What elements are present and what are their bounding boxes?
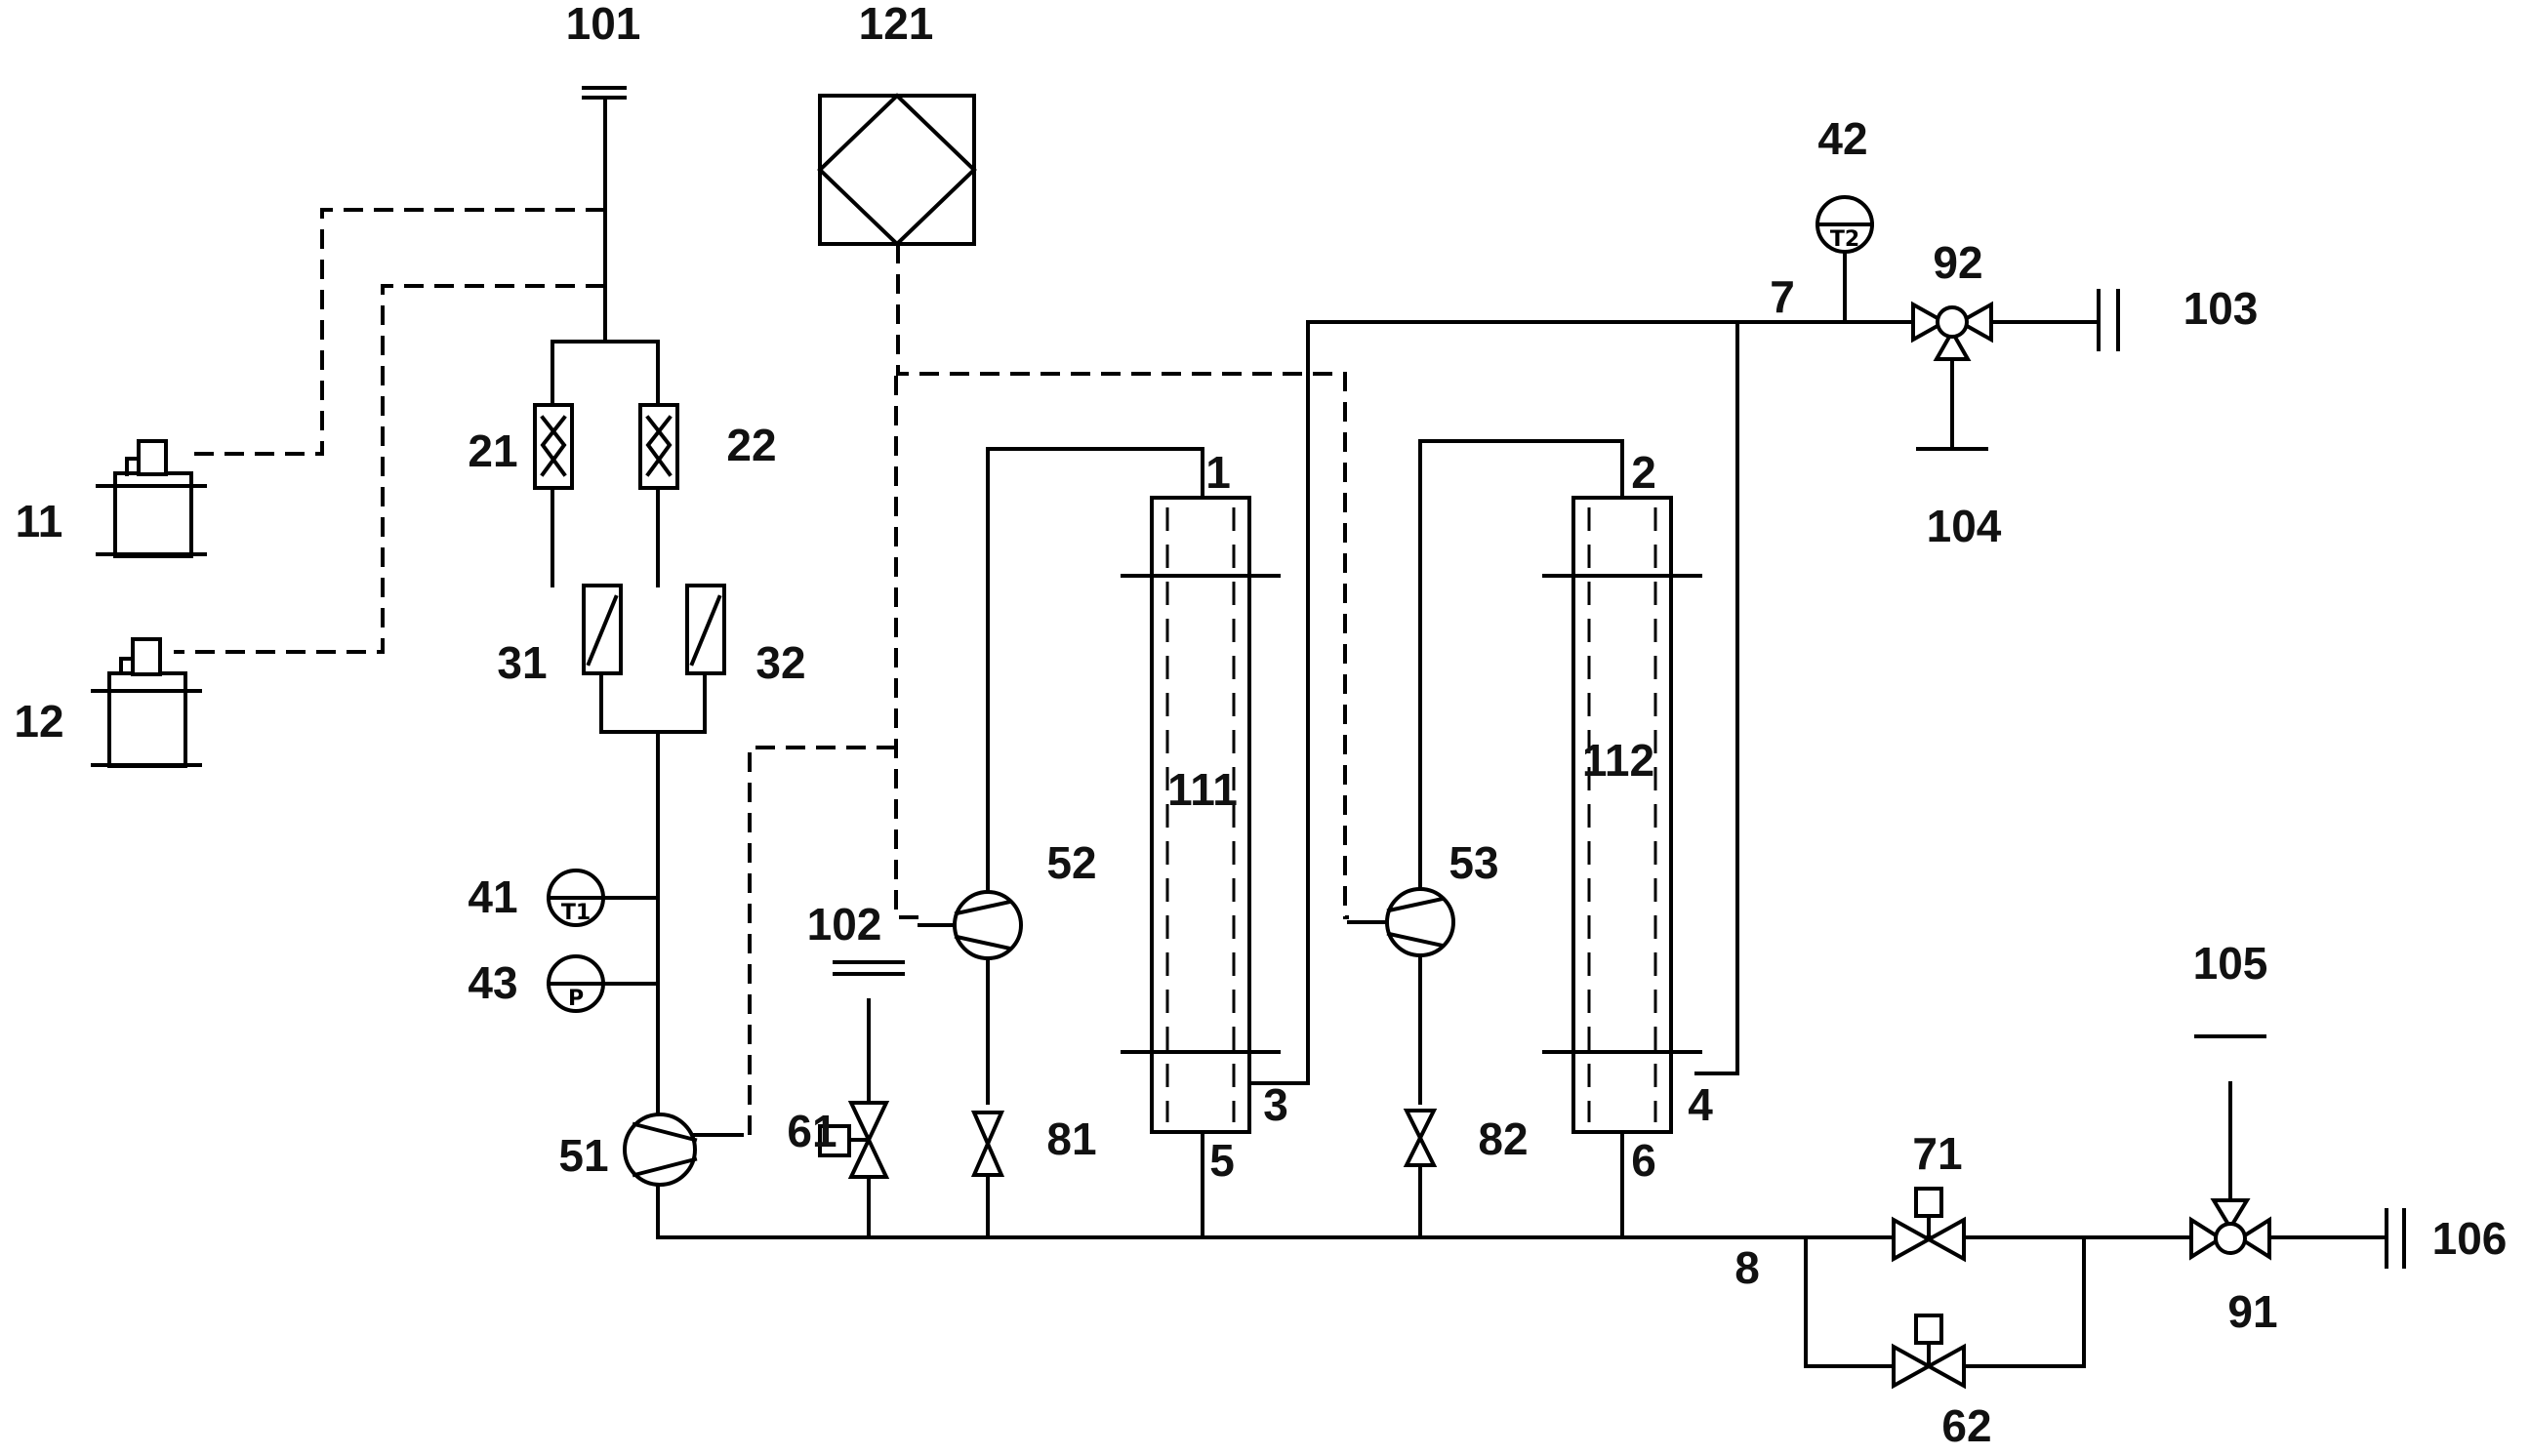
valve-61 xyxy=(818,1101,890,1179)
heat-exchanger-121 xyxy=(817,93,977,247)
svg-text:T1: T1 xyxy=(561,901,591,925)
column-111 xyxy=(1121,496,1281,1134)
valve-82 xyxy=(1403,1109,1438,1167)
label-52: 52 xyxy=(1046,837,1096,888)
temperature-gauge-42: T2 xyxy=(1816,195,1874,273)
pump-51 xyxy=(623,1112,744,1187)
label-6: 6 xyxy=(1631,1135,1656,1186)
valve-62 xyxy=(1892,1314,1966,1390)
label-1: 1 xyxy=(1205,447,1231,498)
label-22: 22 xyxy=(726,420,776,470)
tank-11 xyxy=(96,439,207,558)
label-51: 51 xyxy=(558,1130,608,1181)
label-21: 21 xyxy=(468,425,517,476)
label-121: 121 xyxy=(859,0,934,49)
pump-52 xyxy=(918,890,1023,960)
label-91: 91 xyxy=(2227,1286,2277,1337)
label-43: 43 xyxy=(468,957,517,1008)
label-5: 5 xyxy=(1209,1135,1235,1186)
label-32: 32 xyxy=(755,637,805,688)
label-81: 81 xyxy=(1046,1113,1096,1164)
label-3: 3 xyxy=(1263,1079,1288,1130)
svg-text:P: P xyxy=(568,987,584,1011)
label-111: 111 xyxy=(1167,764,1238,815)
label-102: 102 xyxy=(807,899,882,950)
label-103: 103 xyxy=(2183,283,2259,334)
label-8: 8 xyxy=(1734,1242,1760,1293)
three-way-valve-91 xyxy=(2189,1198,2271,1261)
pressure-gauge-43: P xyxy=(547,954,605,1013)
label-31: 31 xyxy=(497,637,547,688)
label-42: 42 xyxy=(1817,113,1867,164)
label-61: 61 xyxy=(787,1106,837,1156)
process-pipes xyxy=(551,86,2406,1368)
label-12: 12 xyxy=(14,696,63,747)
label-82: 82 xyxy=(1478,1113,1528,1164)
label-92: 92 xyxy=(1933,237,1982,288)
label-105: 105 xyxy=(2193,938,2268,989)
label-7: 7 xyxy=(1770,271,1795,322)
label-112: 112 xyxy=(1582,735,1654,786)
three-way-valve-92 xyxy=(1911,301,1993,361)
pump-53 xyxy=(1347,887,1455,957)
label-106: 106 xyxy=(2432,1213,2508,1264)
label-71: 71 xyxy=(1912,1128,1962,1179)
label-41: 41 xyxy=(468,871,517,922)
label-53: 53 xyxy=(1449,837,1498,888)
label-11: 11 xyxy=(16,496,63,546)
label-2: 2 xyxy=(1631,447,1656,498)
valve-71 xyxy=(1892,1187,1966,1263)
label-62: 62 xyxy=(1941,1400,1991,1451)
label-4: 4 xyxy=(1688,1079,1713,1130)
valve-81 xyxy=(970,1111,1005,1177)
temperature-gauge-41: T1 xyxy=(547,869,605,927)
filter-21 xyxy=(533,403,574,490)
flowmeter-31 xyxy=(582,584,623,675)
flowmeter-32 xyxy=(685,584,726,675)
label-104: 104 xyxy=(1927,501,2002,551)
label-101: 101 xyxy=(566,0,641,49)
tank-12 xyxy=(91,637,202,768)
filter-22 xyxy=(638,403,679,490)
svg-text:T2: T2 xyxy=(1830,227,1859,252)
column-112 xyxy=(1542,496,1702,1134)
diagram-labels: 101 121 42 92 7 103 104 11 12 21 22 31 3… xyxy=(14,0,2507,1451)
